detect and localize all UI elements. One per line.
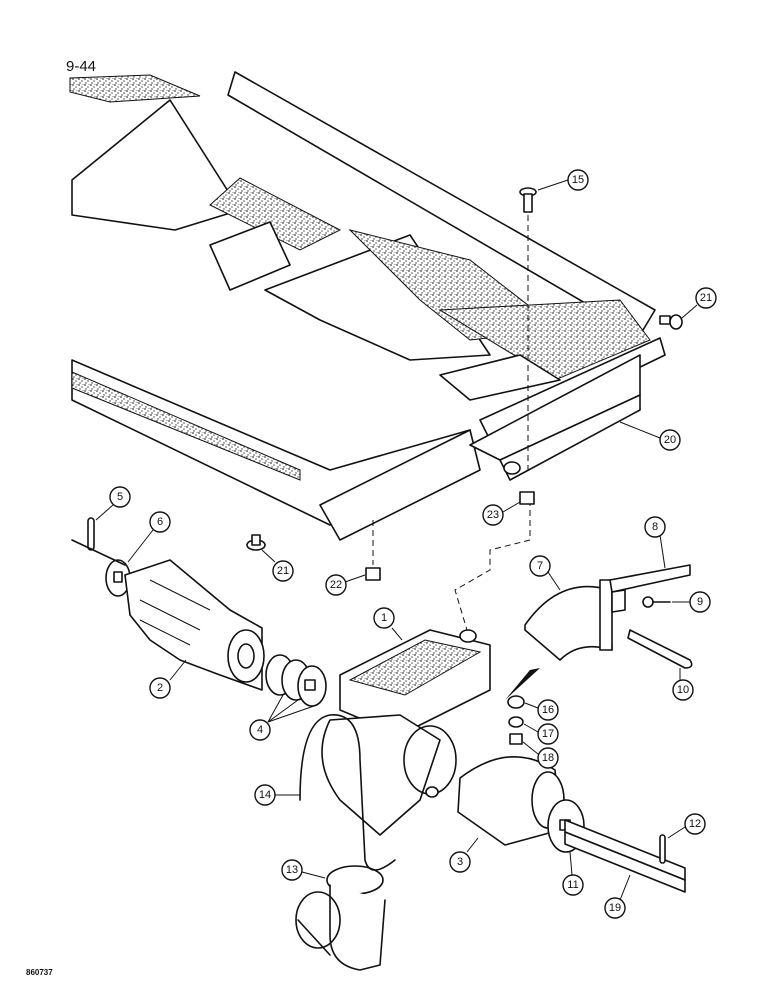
svg-text:7: 7 xyxy=(537,560,543,572)
svg-text:23: 23 xyxy=(487,509,499,521)
callout-2: 2 xyxy=(149,659,187,699)
callout-12: 12 xyxy=(667,813,706,839)
callout-13: 13 xyxy=(281,859,326,881)
svg-text:5: 5 xyxy=(117,491,123,503)
bolt-21-upper xyxy=(659,314,683,330)
callout-21-upper: 21 xyxy=(681,287,717,319)
pin-12 xyxy=(659,834,666,864)
svg-text:18: 18 xyxy=(542,752,554,764)
svg-text:20: 20 xyxy=(664,434,676,446)
callout-1: 1 xyxy=(373,607,403,641)
strap-8 xyxy=(609,564,691,613)
svg-text:2: 2 xyxy=(157,682,163,694)
hopper-trough-assembly xyxy=(69,71,666,541)
callout-15: 15 xyxy=(537,169,589,191)
svg-text:10: 10 xyxy=(677,684,689,696)
callout-11: 11 xyxy=(562,851,584,896)
callout-3: 3 xyxy=(449,837,479,873)
nut-23 xyxy=(519,491,535,505)
callout-5: 5 xyxy=(95,486,131,521)
nut-18 xyxy=(509,733,523,745)
pin-5 xyxy=(87,517,95,551)
washer-16 xyxy=(507,695,525,709)
svg-text:22: 22 xyxy=(330,579,342,591)
svg-text:1: 1 xyxy=(381,612,387,624)
bolt-15 xyxy=(519,187,537,213)
bolt-21-lower xyxy=(246,534,266,551)
nut-22 xyxy=(365,567,381,581)
callout-22: 22 xyxy=(325,574,366,596)
svg-text:21: 21 xyxy=(700,292,712,304)
svg-text:17: 17 xyxy=(542,728,554,740)
svg-text:15: 15 xyxy=(572,174,584,186)
callout-21-lower: 21 xyxy=(261,549,294,582)
coupling-4 xyxy=(265,654,327,707)
svg-text:8: 8 xyxy=(652,521,658,533)
svg-text:19: 19 xyxy=(609,902,621,914)
callout-17: 17 xyxy=(523,723,559,745)
svg-text:16: 16 xyxy=(542,704,554,716)
callout-7: 7 xyxy=(529,555,561,591)
sprocket-2 xyxy=(124,559,265,691)
shaft-19 xyxy=(564,819,686,893)
callout-20: 20 xyxy=(619,421,681,451)
bolt-9 xyxy=(642,596,671,608)
svg-text:3: 3 xyxy=(457,856,463,868)
lockwasher-17 xyxy=(508,716,524,728)
pointer-wedge xyxy=(505,668,540,700)
bearing-half-7 xyxy=(524,579,613,661)
svg-text:12: 12 xyxy=(689,818,701,830)
callout-14: 14 xyxy=(254,784,300,806)
callout-6: 6 xyxy=(127,511,171,563)
callout-16: 16 xyxy=(524,699,559,721)
svg-text:11: 11 xyxy=(567,879,578,891)
gearbox-housing-1 xyxy=(321,629,491,836)
spout-elbow-13 xyxy=(295,865,386,971)
callout-9: 9 xyxy=(672,591,711,613)
figure-code: 860737 xyxy=(26,968,53,977)
callout-18: 18 xyxy=(522,741,559,769)
callout-19: 19 xyxy=(604,874,631,919)
svg-text:6: 6 xyxy=(157,516,163,528)
svg-text:9: 9 xyxy=(697,596,703,608)
page-number: 9-44 xyxy=(66,58,97,75)
callout-10: 10 xyxy=(672,668,694,701)
svg-text:14: 14 xyxy=(259,789,271,801)
cotter-pin-10 xyxy=(627,629,693,669)
svg-text:4: 4 xyxy=(257,724,263,736)
callout-4: 4 xyxy=(249,694,315,741)
callout-23: 23 xyxy=(482,501,521,526)
svg-text:21: 21 xyxy=(277,565,289,577)
callout-8: 8 xyxy=(644,516,666,569)
svg-text:13: 13 xyxy=(286,864,298,876)
